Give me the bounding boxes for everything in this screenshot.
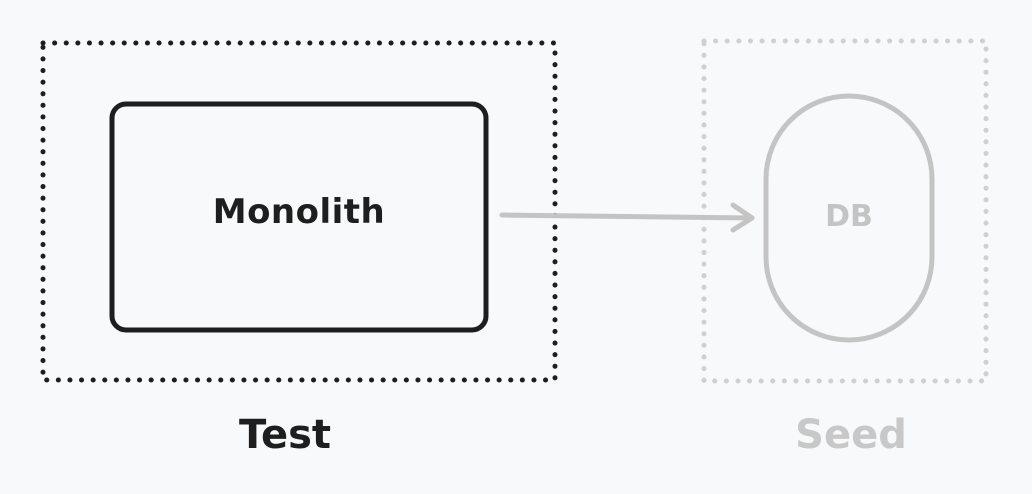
test-group-boundary — [40, 40, 558, 383]
seed-group-boundary — [701, 38, 989, 384]
monolith-to-db-arrow — [499, 202, 755, 233]
monolith-node-box — [109, 101, 489, 333]
monolith-node-label: Monolith — [212, 192, 386, 232]
db-node-shape — [763, 93, 935, 343]
db-node-label: DB — [825, 199, 873, 234]
test-group-label: Test — [238, 412, 332, 458]
seed-group-label: Seed — [795, 412, 907, 458]
